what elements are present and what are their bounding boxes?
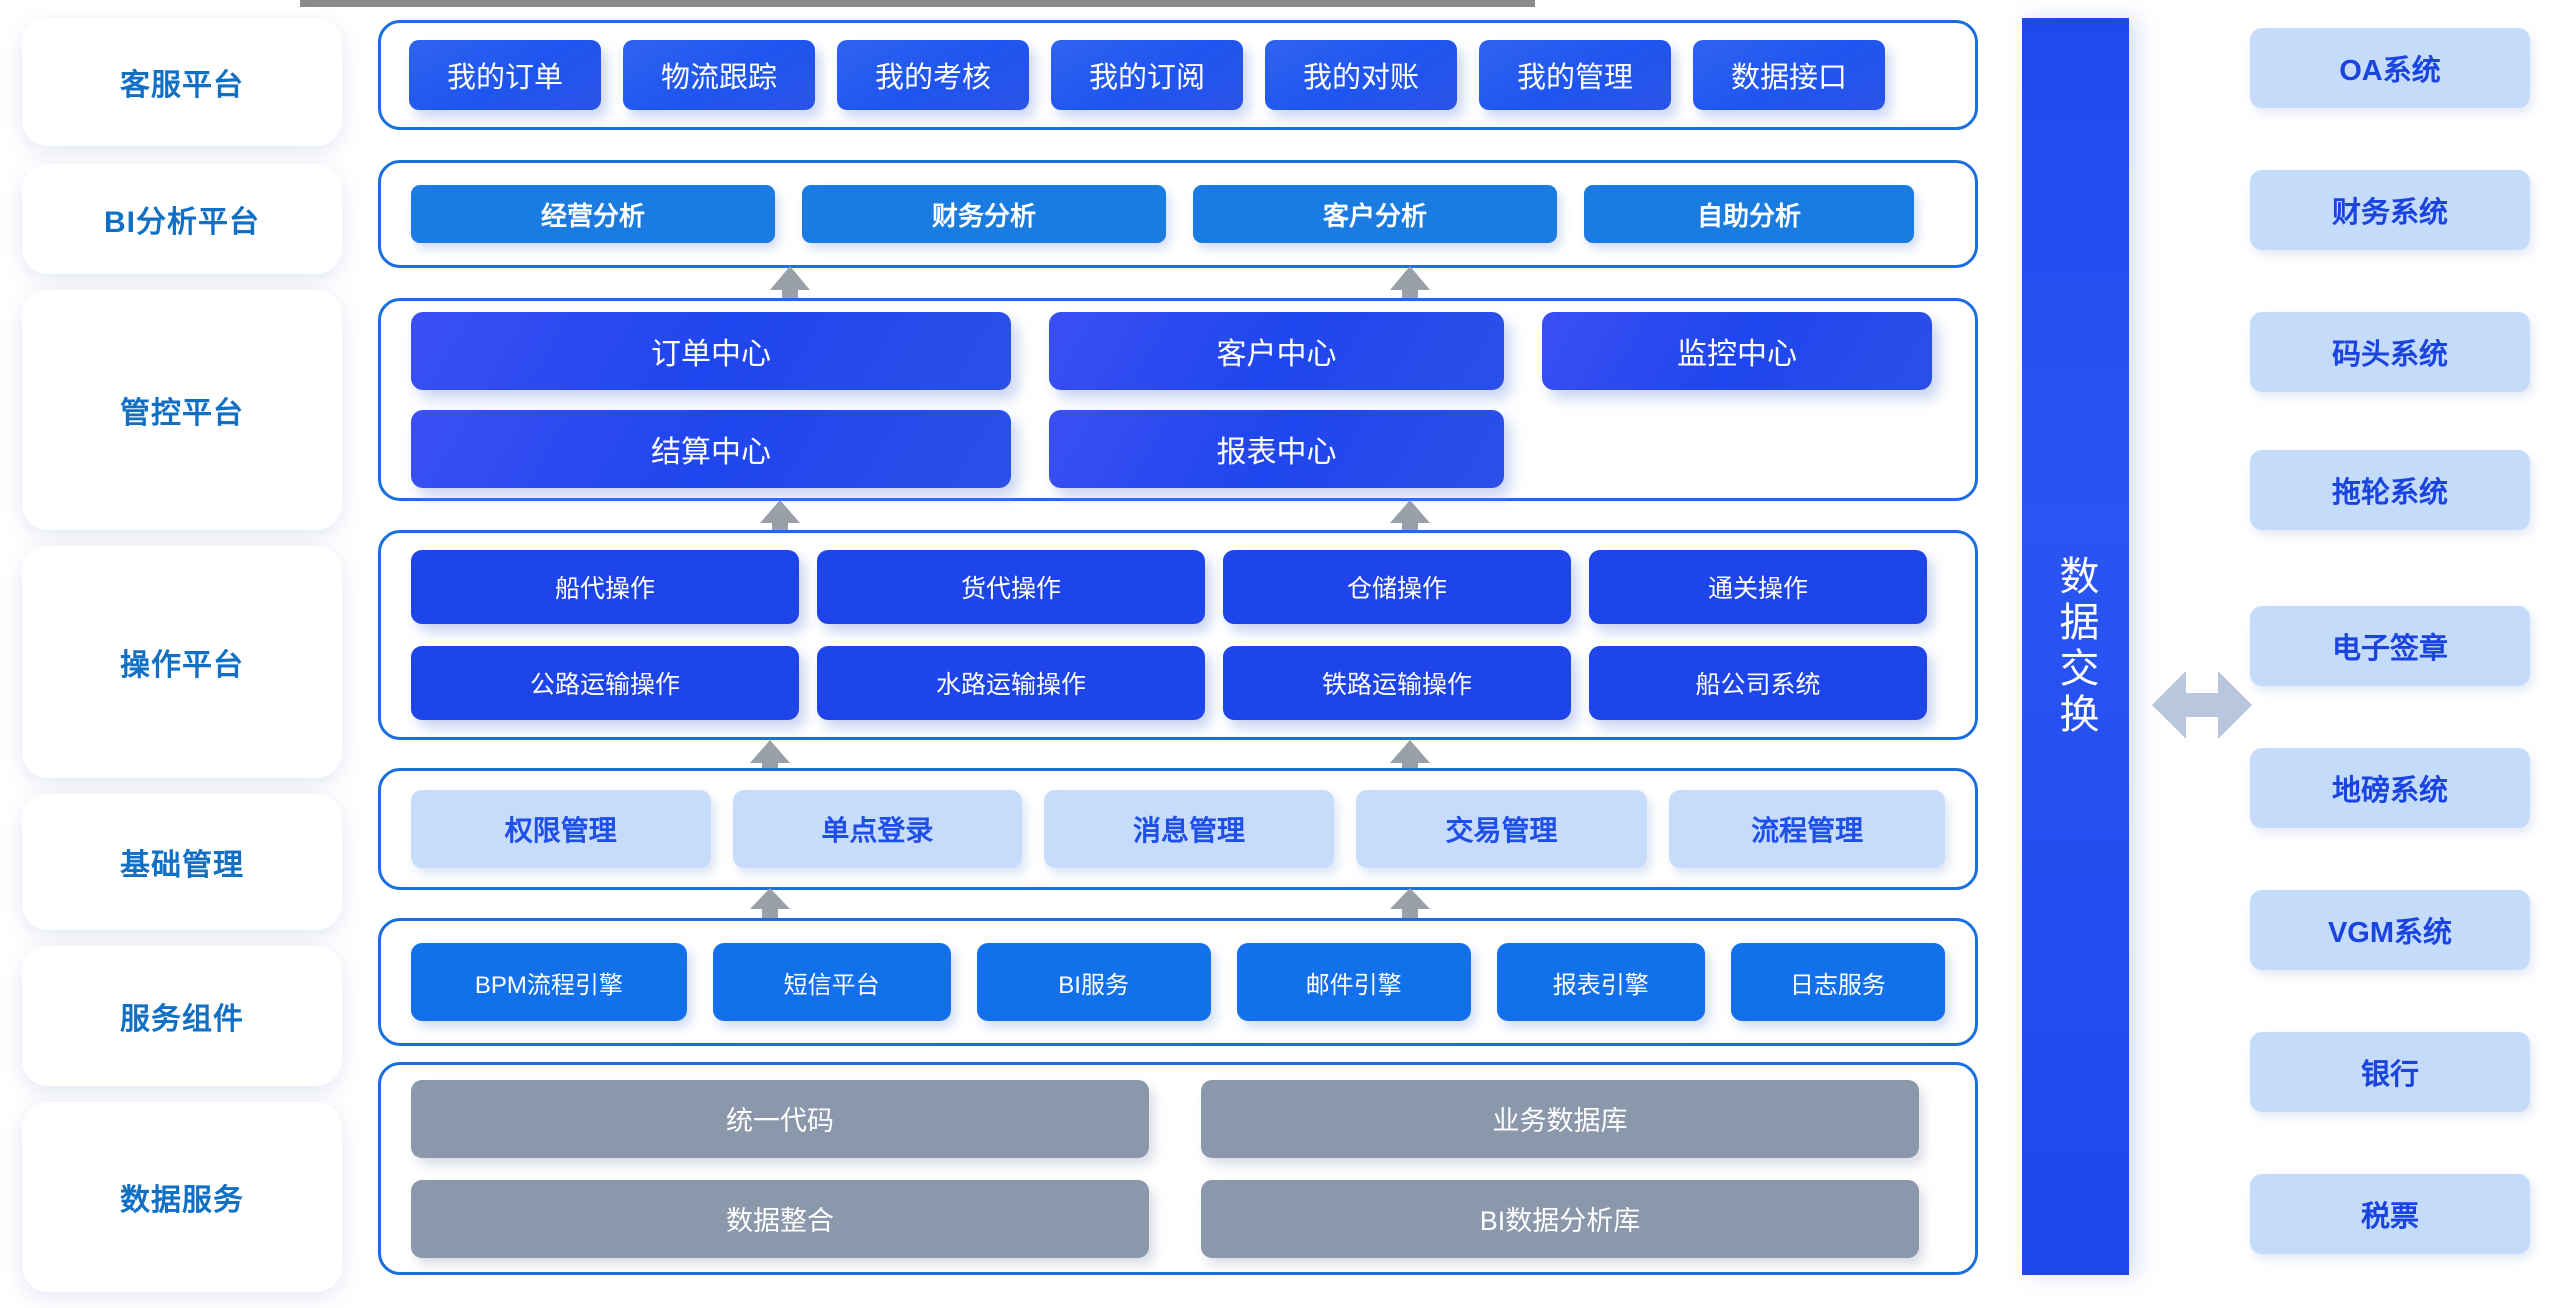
chip-warehouse-operation[interactable]: 仓储操作 [1223, 550, 1571, 624]
chip-customs-operation[interactable]: 通关操作 [1589, 550, 1927, 624]
chip-bi-analysis-database[interactable]: BI数据分析库 [1201, 1179, 1919, 1258]
system-card-label: 码头系统 [2331, 339, 2448, 371]
sidebar-item-label: 操作平台 [120, 649, 244, 682]
chip-sms-platform[interactable]: 短信平台 [712, 943, 951, 1021]
sidebar-item-control-platform[interactable]: 管控平台 [22, 290, 342, 530]
chip-message-management[interactable]: 消息管理 [1044, 790, 1334, 868]
chip-shipping-company-system[interactable]: 船公司系统 [1589, 646, 1927, 720]
chip-logistics-tracking[interactable]: 物流跟踪 [623, 40, 815, 110]
chip-permission-management[interactable]: 权限管理 [411, 790, 711, 868]
chip-data-interface[interactable]: 数据接口 [1693, 40, 1885, 110]
chip-railway-transport-operation[interactable]: 铁路运输操作 [1223, 646, 1571, 720]
chip-log-service[interactable]: 日志服务 [1730, 943, 1945, 1021]
sidebar-item-data-service[interactable]: 数据服务 [22, 1102, 342, 1292]
chip-my-orders[interactable]: 我的订单 [409, 40, 601, 110]
panel-operation-platform: 船代操作 货代操作 仓储操作 通关操作 公路运输操作 水路运输操作 铁路运输操作… [378, 530, 1978, 740]
chip-data-integration[interactable]: 数据整合 [411, 1179, 1149, 1258]
system-card-oa[interactable]: OA系统 [2250, 28, 2530, 108]
chip-order-center[interactable]: 订单中心 [411, 311, 1011, 390]
sidebar-item-service-components[interactable]: 服务组件 [22, 946, 342, 1086]
chip-customer-analysis[interactable]: 客户分析 [1193, 185, 1557, 243]
system-card-weighbridge[interactable]: 地磅系统 [2250, 748, 2530, 828]
chip-self-service-analysis[interactable]: 自助分析 [1584, 185, 1914, 243]
sidebar-item-base-management[interactable]: 基础管理 [22, 794, 342, 930]
sidebar-item-customer-service[interactable]: 客服平台 [22, 18, 342, 146]
chip-bi-service[interactable]: BI服务 [976, 943, 1211, 1021]
data-exchange-double-arrow-icon [2152, 662, 2252, 748]
system-card-label: 税票 [2360, 1201, 2419, 1233]
panel-service-components: BPM流程引擎 短信平台 BI服务 邮件引擎 报表引擎 日志服务 [378, 918, 1978, 1046]
system-card-tugboat[interactable]: 拖轮系统 [2250, 450, 2530, 530]
system-card-label: 银行 [2360, 1059, 2419, 1091]
sidebar-item-label: 客服平台 [120, 69, 244, 102]
chip-email-engine[interactable]: 邮件引擎 [1236, 943, 1471, 1021]
system-card-label: 拖轮系统 [2331, 477, 2448, 509]
system-card-finance[interactable]: 财务系统 [2250, 170, 2530, 250]
system-card-e-signature[interactable]: 电子签章 [2250, 606, 2530, 686]
chip-my-management[interactable]: 我的管理 [1479, 40, 1671, 110]
panel-data-service: 统一代码 业务数据库 数据整合 BI数据分析库 [378, 1062, 1978, 1275]
system-card-label: VGM系统 [2327, 917, 2453, 949]
system-card-tax-invoice[interactable]: 税票 [2250, 1174, 2530, 1254]
layer-label-sidebar: 客服平台 BI分析平台 管控平台 操作平台 基础管理 服务组件 数据服务 [22, 18, 352, 1293]
sidebar-item-label: BI分析平台 [104, 206, 260, 239]
chip-process-management[interactable]: 流程管理 [1669, 790, 1945, 868]
chip-freight-forwarding-operation[interactable]: 货代操作 [817, 550, 1205, 624]
sidebar-item-label: 管控平台 [120, 397, 244, 430]
data-exchange-bar[interactable]: 数据交换 [2022, 18, 2129, 1275]
chip-monitoring-center[interactable]: 监控中心 [1542, 311, 1932, 390]
panel-control-platform: 订单中心 客户中心 监控中心 结算中心 报表中心 [378, 298, 1978, 501]
system-card-label: 财务系统 [2331, 197, 2448, 229]
chip-single-sign-on[interactable]: 单点登录 [732, 790, 1023, 868]
chip-road-transport-operation[interactable]: 公路运输操作 [411, 646, 799, 720]
system-card-terminal[interactable]: 码头系统 [2250, 312, 2530, 392]
panel-service-platform: 我的订单 物流跟踪 我的考核 我的订阅 我的对账 我的管理 数据接口 [378, 20, 1978, 130]
system-card-bank[interactable]: 银行 [2250, 1032, 2530, 1112]
chip-my-reconciliation[interactable]: 我的对账 [1265, 40, 1457, 110]
chip-transaction-management[interactable]: 交易管理 [1355, 790, 1648, 868]
sidebar-item-operation-platform[interactable]: 操作平台 [22, 546, 342, 778]
chip-report-engine[interactable]: 报表引擎 [1496, 943, 1705, 1021]
external-systems-column: OA系统 财务系统 码头系统 拖轮系统 电子签章 地磅系统 VGM系统 银行 税… [2250, 18, 2540, 1293]
chip-bpm-process-engine[interactable]: BPM流程引擎 [411, 943, 687, 1021]
sidebar-item-label: 数据服务 [120, 1184, 244, 1217]
chip-customer-center[interactable]: 客户中心 [1049, 311, 1504, 390]
chip-my-subscription[interactable]: 我的订阅 [1051, 40, 1243, 110]
sidebar-item-bi-platform[interactable]: BI分析平台 [22, 164, 342, 274]
chip-waterway-transport-operation[interactable]: 水路运输操作 [817, 646, 1205, 720]
chip-business-analysis[interactable]: 经营分析 [411, 185, 775, 243]
panel-base-management: 权限管理 单点登录 消息管理 交易管理 流程管理 [378, 768, 1978, 890]
chip-report-center[interactable]: 报表中心 [1049, 409, 1504, 488]
system-card-label: OA系统 [2339, 55, 2441, 87]
data-exchange-label: 数据交换 [2053, 554, 2098, 739]
panel-bi-platform: 经营分析 财务分析 客户分析 自助分析 [378, 160, 1978, 268]
chip-unified-code[interactable]: 统一代码 [411, 1079, 1149, 1158]
chip-settlement-center[interactable]: 结算中心 [411, 409, 1011, 488]
system-card-label: 地磅系统 [2331, 775, 2448, 807]
sidebar-item-label: 基础管理 [120, 849, 244, 882]
sidebar-item-label: 服务组件 [120, 1003, 244, 1036]
chip-my-assessment[interactable]: 我的考核 [837, 40, 1029, 110]
system-card-vgm[interactable]: VGM系统 [2250, 890, 2530, 970]
system-card-label: 电子签章 [2331, 633, 2448, 665]
chip-financial-analysis[interactable]: 财务分析 [802, 185, 1166, 243]
chip-shipping-agency-operation[interactable]: 船代操作 [411, 550, 799, 624]
chip-business-database[interactable]: 业务数据库 [1201, 1079, 1919, 1158]
top-gray-strip [300, 0, 1535, 7]
